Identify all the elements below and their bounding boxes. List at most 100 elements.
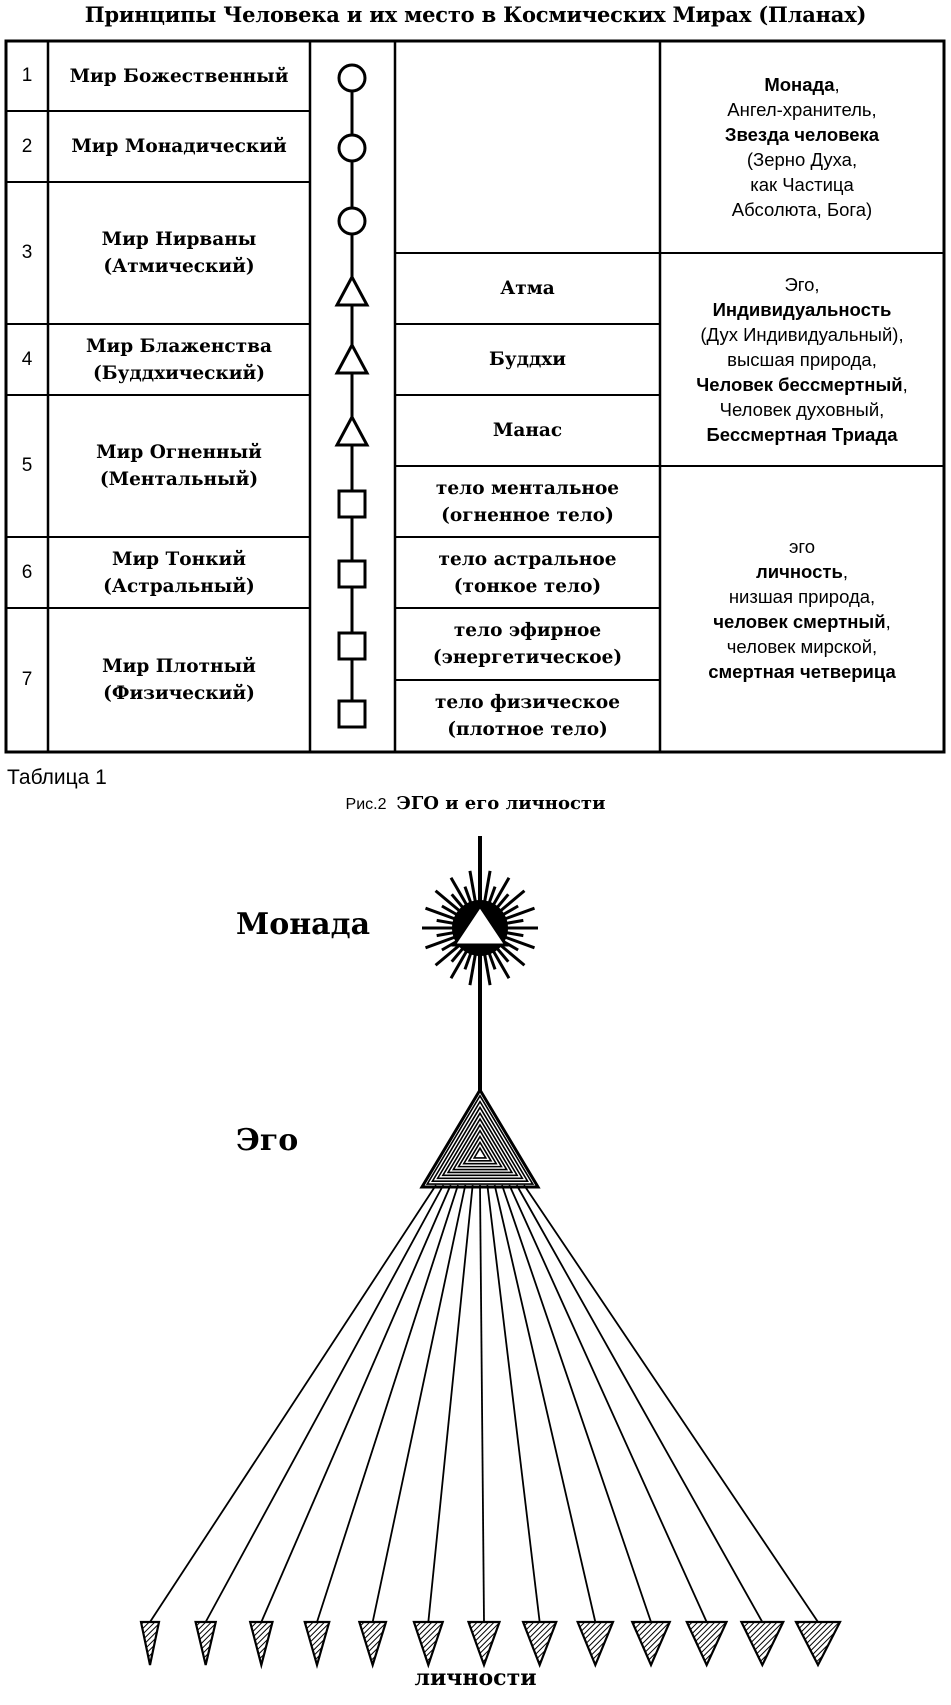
personality-description-line: низшая природа,: [708, 584, 896, 609]
table-lines: [4, 39, 946, 754]
personality-arrow-icon: [303, 1620, 331, 1670]
personality-ray: [501, 1184, 652, 1623]
ego-inner-triangle: [451, 1123, 509, 1171]
figure-caption-title: ЭГО и его личности: [396, 793, 606, 814]
world-number: 4: [21, 348, 33, 370]
personality-arrow-icon: [794, 1620, 842, 1668]
ego-inner-triangle: [472, 1146, 488, 1159]
principle-name-text: тело астральное(тонкое тело): [439, 546, 617, 600]
principle-name: Атма: [395, 253, 660, 324]
ego-inner-triangle: [462, 1135, 498, 1165]
personality-ray: [149, 1184, 437, 1623]
monad-description-line-text: Монада: [764, 74, 835, 95]
monad-circle-icon: [337, 133, 367, 163]
personality-arrow-icon: [412, 1620, 445, 1669]
quaternary-square-icon: [337, 631, 367, 661]
principle-name-text: тело эфирное (энергетическое): [433, 617, 622, 671]
monad-description-line: Абсолюта, Бога): [725, 197, 879, 222]
principle-name-line: (огненное тело): [441, 504, 614, 526]
ego-label: Эго: [236, 1123, 299, 1158]
principle-name-text: тело ментальное(огненное тело): [436, 475, 619, 529]
personality-description-line-text: личность: [756, 561, 843, 582]
principle-name-line: тело эфирное: [453, 620, 602, 641]
world-name-text: Мир Монадический: [71, 133, 286, 160]
principle-name-line: (плотное тело): [447, 719, 608, 740]
monad-description-line-text: Ангел-хранитель,: [727, 99, 877, 120]
personality-arrow-icon: [466, 1620, 502, 1669]
world-name-line: (Физический): [103, 683, 255, 704]
ego-description-line: Бессмертная Триада: [696, 422, 908, 447]
personality-description-line: человек мирской,: [708, 634, 896, 659]
ego-description: Эго, Индивидуальность(Дух Индивидуальный)…: [660, 253, 944, 466]
personality-ray: [515, 1184, 764, 1623]
personality-description-line: эго: [708, 534, 896, 559]
figure-caption-label: Рис.2: [345, 796, 387, 813]
ego-inner-triangle: [425, 1094, 535, 1185]
monad-star-icon: [422, 870, 538, 986]
monad-description: Монада,Ангел-хранитель,Звезда человека(З…: [660, 41, 944, 253]
personality-ray: [204, 1184, 445, 1623]
personality-description-line-text: человек смертный: [713, 611, 886, 632]
table-caption: Таблица 1: [7, 766, 107, 789]
personality-arrow-icon: [139, 1620, 161, 1666]
personality-arrow-icon: [194, 1620, 218, 1666]
principle-name: тело ментальное(огненное тело): [395, 466, 660, 537]
ego-description-line-text: Человек духовный,: [719, 399, 885, 420]
principle-name-line: Буддхи: [488, 349, 567, 370]
world-name: Мир Огненный(Ментальный): [48, 395, 310, 537]
principle-name: Буддхи: [395, 324, 660, 395]
principle-name-text: Атма: [500, 275, 555, 302]
world-name-text: Мир Тонкий(Астральный): [103, 546, 255, 600]
personality-arrow-icon: [739, 1620, 786, 1668]
world-name-line: Мир Нирваны: [101, 229, 257, 250]
ego-inner-triangle: [446, 1117, 514, 1174]
ego-description-line-text: Индивидуальность: [712, 299, 892, 320]
principles-table-grid: [4, 39, 946, 754]
personality-arrow-icon: [248, 1620, 274, 1670]
table-border: [4, 39, 946, 754]
ego-description-line-text: высшая природа,: [727, 349, 877, 370]
triad-triangle-icon: [334, 273, 370, 307]
principle-name-line: (энергетическое): [432, 647, 623, 668]
world-name: Мир Тонкий(Астральный): [48, 537, 310, 608]
ego-triangle-icon: [419, 1087, 541, 1189]
personality-description-line-suffix: ,: [885, 611, 891, 632]
ego-inner-triangle: [457, 1129, 503, 1168]
personalities-label: личности: [414, 1665, 537, 1691]
ego-description-line: Индивидуальность: [696, 297, 908, 322]
monad-description-line-suffix: ,: [834, 74, 840, 95]
world-name-line: (Ментальный): [99, 469, 259, 490]
monad-description-line: Ангел-хранитель,: [725, 97, 879, 122]
monad-triangle-icon: [451, 903, 509, 947]
world-name-line: Мир Тонкий: [111, 548, 246, 570]
world-number: 1: [21, 65, 33, 86]
world-name: Мир Плотный (Физический): [48, 608, 310, 752]
world-name: Мир Божественный: [48, 41, 310, 111]
world-name-line: Мир Плотный: [102, 656, 256, 677]
personality-ray: [508, 1184, 708, 1623]
personality-ray: [371, 1184, 467, 1623]
personality-arrow-icon: [685, 1620, 729, 1668]
world-number: 7: [21, 669, 33, 690]
personality-ray: [523, 1184, 819, 1623]
personality-ray: [316, 1184, 459, 1623]
principle-name-line: Атма: [500, 278, 555, 299]
principle-name-line: тело физическое: [434, 692, 621, 713]
personality-description-line-text: человек мирской,: [726, 636, 878, 657]
world-name-line: Мир Божественный: [69, 65, 289, 87]
ego-description-line-text: Эго,: [784, 274, 820, 295]
world-name-text: Мир Божественный: [70, 63, 289, 90]
monad-label: Монада: [236, 907, 371, 942]
ego-description-line: (Дух Индивидуальный),: [696, 322, 908, 347]
world-number: 2: [21, 135, 33, 157]
personality-arrow-icon: [521, 1620, 558, 1669]
personality-arrow-icon: [357, 1620, 388, 1669]
personality-ray: [479, 1184, 485, 1623]
principle-name: тело эфирное (энергетическое): [395, 608, 660, 680]
monad-circle-icon: [337, 206, 367, 236]
ego-inner-triangle: [467, 1140, 493, 1162]
personality-ray: [493, 1184, 597, 1623]
personality-ray: [486, 1184, 541, 1623]
